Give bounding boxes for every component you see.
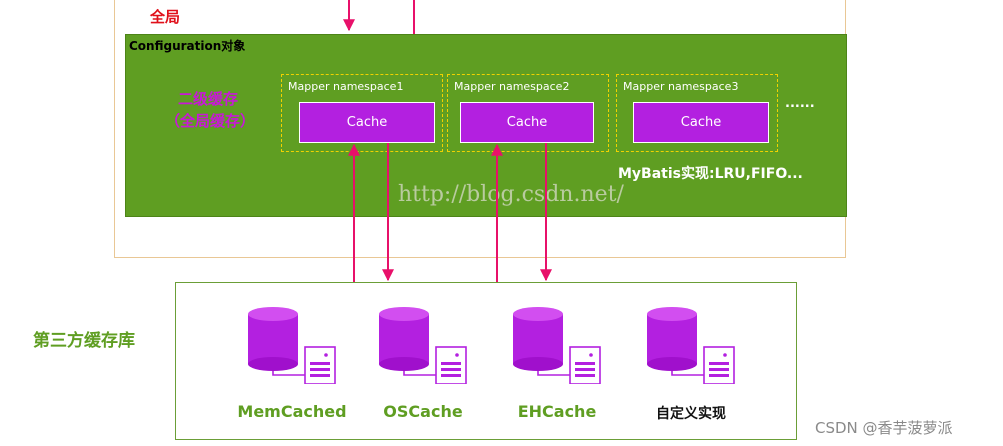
mapper-namespace-1: Mapper namespace1 Cache <box>281 74 443 152</box>
cache-box: Cache <box>633 102 769 143</box>
mybatis-implementation-note: MyBatis实现:LRU,FIFO... <box>618 166 803 182</box>
database-server-icon <box>373 284 473 385</box>
database-server-icon <box>641 284 741 385</box>
database-server-icon <box>242 284 342 385</box>
second-level-cache-subtitle: （全局缓存） <box>165 112 256 130</box>
global-label: 全局 <box>150 8 181 26</box>
csdn-watermark: CSDN @香芋菠萝派 <box>815 419 953 437</box>
cache-box: Cache <box>460 102 594 143</box>
database-server-icon <box>507 284 607 385</box>
mapper-label: Mapper namespace3 <box>623 80 739 93</box>
cache-box: Cache <box>299 102 435 143</box>
more-mappers-ellipsis: ...... <box>785 96 815 111</box>
second-level-cache-title: 二级缓存 <box>178 90 239 108</box>
cache-library-name: MemCached <box>237 402 347 421</box>
cache-library-ehcache: EHCache <box>507 284 607 421</box>
mapper-label: Mapper namespace2 <box>454 80 570 93</box>
third-party-cache-label: 第三方缓存库 <box>33 331 135 351</box>
cache-library-custom: 自定义实现 <box>641 284 741 422</box>
cache-library-oscache: OSCache <box>373 284 473 421</box>
mapper-namespace-2: Mapper namespace2 Cache <box>447 74 609 152</box>
cache-library-name: 自定义实现 <box>656 406 726 422</box>
mapper-label: Mapper namespace1 <box>288 80 404 93</box>
third-party-cache-box <box>175 282 797 440</box>
configuration-label: Configuration对象 <box>129 39 246 53</box>
blog-watermark: http://blog.csdn.net/ <box>398 182 624 207</box>
cache-library-name: OSCache <box>383 402 463 421</box>
mapper-namespace-3: Mapper namespace3 Cache <box>616 74 778 152</box>
cache-library-memcached: MemCached <box>237 284 347 421</box>
cache-library-name: EHCache <box>517 402 597 421</box>
